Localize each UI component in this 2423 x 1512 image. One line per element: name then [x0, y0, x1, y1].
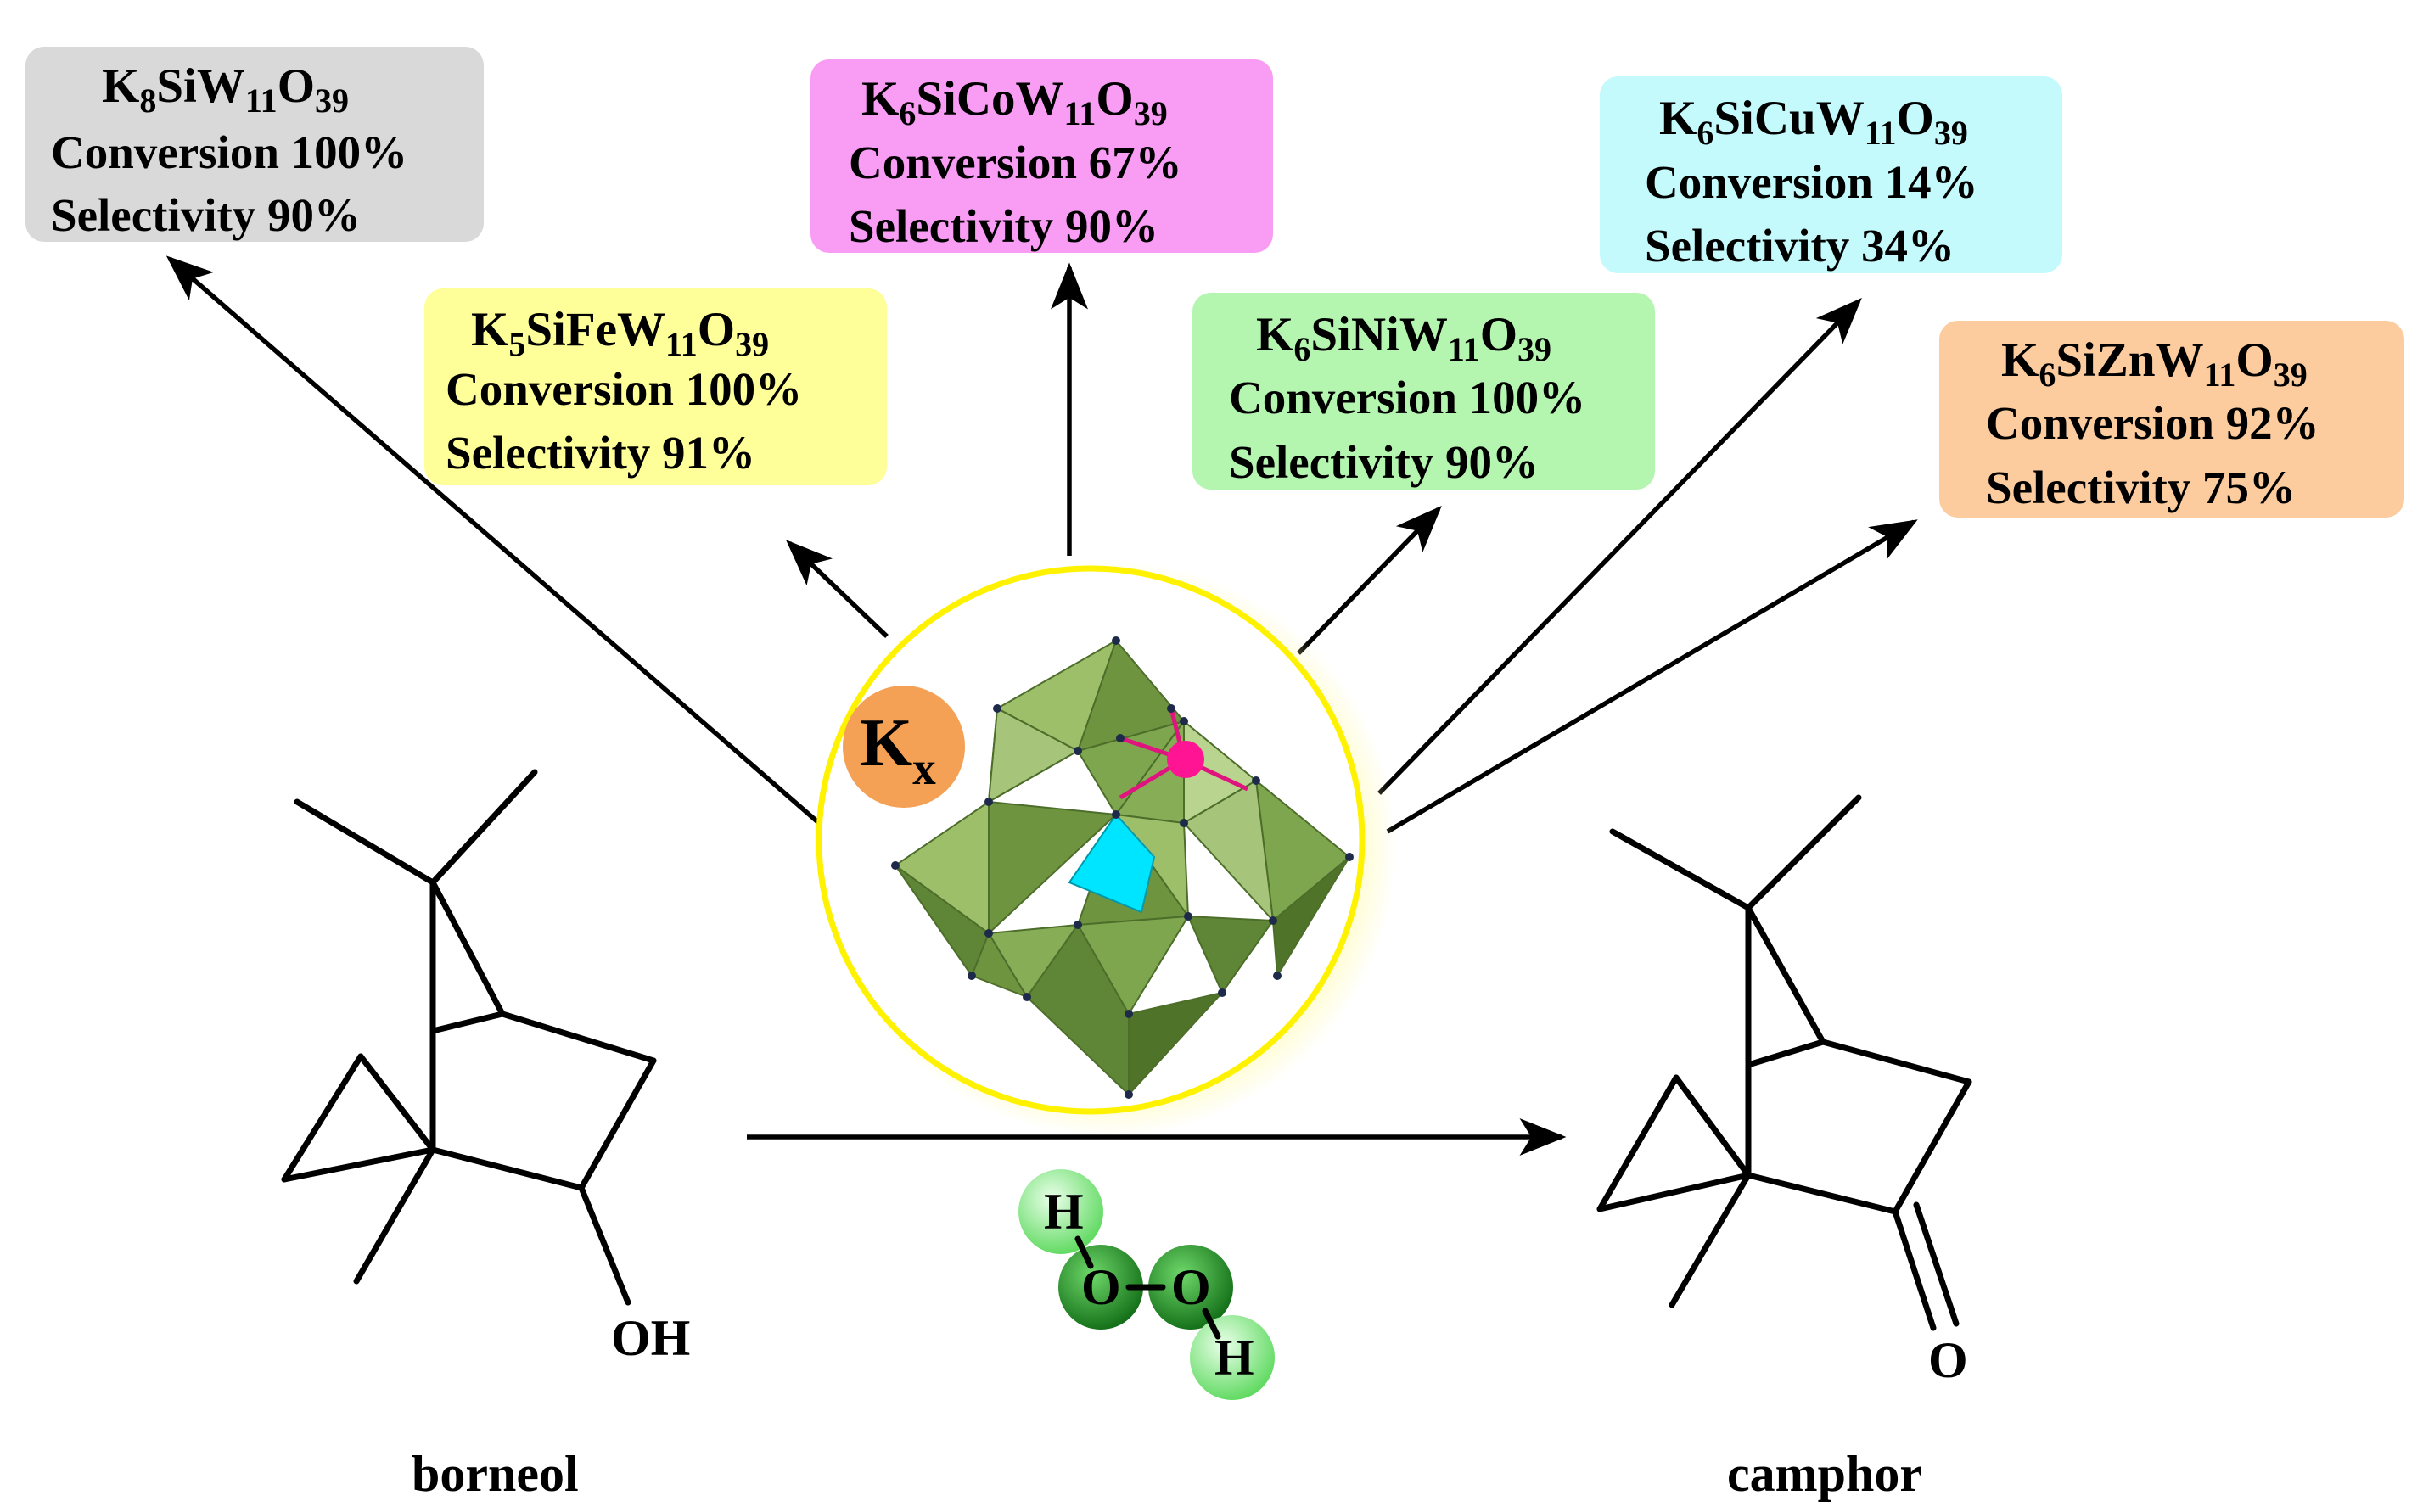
- catalyst-selectivity: Selectivity 90%: [849, 200, 1158, 252]
- catalyst-conversion: Conversion 100%: [446, 363, 802, 415]
- catalyst-selectivity: Selectivity 91%: [446, 427, 755, 479]
- catalyst-box-bg: [810, 59, 1273, 253]
- catalyst-box-si: K8SiW11O39 Conversion 100% Selectivity 9…: [25, 47, 484, 242]
- svg-text:H: H: [1214, 1330, 1254, 1386]
- catalyst-selectivity: Selectivity 90%: [51, 189, 361, 241]
- o-atom: [1058, 1245, 1143, 1330]
- camphor-structure: O camphor: [1596, 794, 1972, 1502]
- catalyst-formula: K5SiFeW11O39: [471, 303, 769, 363]
- kx-label: Kx: [860, 706, 936, 794]
- pom-catalyst: Kx: [816, 560, 1396, 1137]
- catalyst-box-cu: K6SiCuW11O39 Conversion 14% Selectivity …: [1600, 76, 2062, 273]
- catalyst-selectivity: Selectivity 90%: [1229, 436, 1539, 488]
- catalyst-formula: K6SiCoW11O39: [861, 72, 1168, 132]
- arrow-to-ni: [1297, 506, 1442, 655]
- catalyst-box-co: K6SiCoW11O39 Conversion 67% Selectivity …: [810, 59, 1273, 253]
- catalyst-conversion: Conversion 92%: [1986, 397, 2319, 449]
- catalyst-conversion: Conversion 67%: [849, 137, 1182, 188]
- arrow-to-si: [165, 255, 821, 826]
- catalyst-selectivity: Selectivity 75%: [1986, 462, 2296, 513]
- kx-cation: [843, 686, 965, 808]
- catalyst-box-zn: K6SiZnW11O39 Conversion 92% Selectivity …: [1939, 321, 2404, 518]
- catalyst-arrows: [165, 255, 1918, 834]
- oxygen-vertices: [891, 636, 1354, 1099]
- catalyst-box-bg: [1192, 293, 1655, 490]
- catalyst-box-bg: [1600, 76, 2062, 273]
- h-atom: [1190, 1315, 1275, 1400]
- catalyst-conversion: Conversion 100%: [1229, 372, 1585, 423]
- central-tetrahedron: [1068, 813, 1156, 914]
- catalyst-box-fe: K5SiFeW11O39 Conversion 100% Selectivity…: [424, 288, 887, 485]
- catalyst-box-bg: [25, 47, 484, 242]
- arrow-to-cu: [1377, 298, 1862, 795]
- svg-text:O: O: [1081, 1259, 1121, 1315]
- borneol-structure: OH borneol: [281, 769, 690, 1502]
- camphor-o: O: [1928, 1332, 1968, 1388]
- catalyst-selectivity: Selectivity 34%: [1645, 220, 1955, 272]
- borneol-label: borneol: [412, 1446, 579, 1502]
- catalyst-formula: K6SiNiW11O39: [1256, 308, 1551, 368]
- o-atom: [1148, 1245, 1233, 1330]
- catalyst-conversion: Conversion 100%: [51, 126, 407, 178]
- catalyst-formula: K6SiCuW11O39: [1659, 92, 1968, 152]
- catalyst-box-bg: [1939, 321, 2404, 518]
- borneol-oh: OH: [611, 1310, 690, 1366]
- svg-text:H: H: [1044, 1184, 1084, 1240]
- h2o2-molecule: H O O H: [1018, 1169, 1275, 1400]
- h-atom: [1018, 1169, 1103, 1254]
- camphor-label: camphor: [1727, 1446, 1922, 1502]
- catalyst-conversion: Conversion 14%: [1645, 156, 1978, 208]
- svg-text:O: O: [1171, 1259, 1211, 1315]
- catalyst-formula: K6SiZnW11O39: [2001, 333, 2308, 394]
- catalyst-box-ni: K6SiNiW11O39 Conversion 100% Selectivity…: [1192, 293, 1655, 490]
- arrow-to-fe: [786, 540, 889, 638]
- catalyst-box-bg: [424, 288, 887, 485]
- arrow-to-zn: [1386, 519, 1918, 834]
- catalyst-formula: K8SiW11O39: [102, 59, 349, 120]
- heteroatom-sphere: [1167, 741, 1204, 778]
